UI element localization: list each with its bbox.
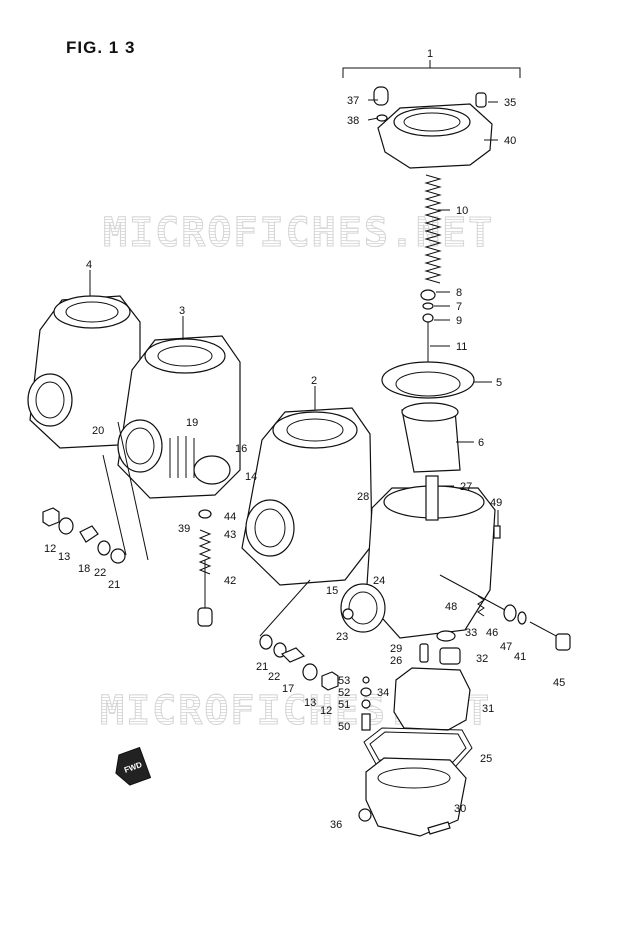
callout-13: 13 xyxy=(58,551,70,563)
sync-spring-part xyxy=(197,509,213,627)
callout-21: 21 xyxy=(108,579,120,591)
callout-labels: 1 37 38 35 40 10 8 7 9 11 5 6 4 3 2 27 4… xyxy=(44,48,565,831)
callout-46: 46 xyxy=(486,627,498,639)
callout-47: 47 xyxy=(500,641,512,653)
callout-22: 22 xyxy=(94,567,106,579)
callout-29: 29 xyxy=(390,643,402,655)
callout-6: 6 xyxy=(478,437,484,449)
callout-8: 8 xyxy=(456,287,462,299)
callout-45: 45 xyxy=(553,677,565,689)
callout-18: 18 xyxy=(78,563,90,575)
figure-title: FIG. 1 3 xyxy=(66,38,136,57)
needle-washers xyxy=(420,289,436,323)
left-small-parts xyxy=(42,507,126,564)
carburetor-1-body xyxy=(340,475,496,639)
callout-12: 12 xyxy=(44,543,56,555)
callout-25: 25 xyxy=(480,753,492,765)
callout-10: 10 xyxy=(456,205,468,217)
bowl-screws xyxy=(358,808,451,835)
diaphragm-part xyxy=(381,361,475,399)
float-bowl-part xyxy=(365,757,467,837)
callout-1: 1 xyxy=(427,48,433,60)
callout-12-lower: 12 xyxy=(320,705,332,717)
callout-49: 49 xyxy=(490,497,502,509)
carburetor-4 xyxy=(27,295,141,449)
spring-part xyxy=(424,174,442,284)
callout-52: 52 xyxy=(338,687,350,699)
callout-42: 42 xyxy=(224,575,236,587)
callout-30: 30 xyxy=(454,803,466,815)
carburetor-2 xyxy=(241,407,373,586)
screw-49 xyxy=(493,525,501,539)
callout-36: 36 xyxy=(330,819,342,831)
callout-20: 20 xyxy=(92,425,104,437)
callout-41: 41 xyxy=(514,651,526,663)
callout-35: 35 xyxy=(504,97,516,109)
callout-28: 28 xyxy=(357,491,369,503)
idle-screw-part xyxy=(439,574,571,651)
leader-lines xyxy=(89,99,499,526)
callout-53: 53 xyxy=(338,675,350,687)
callout-43: 43 xyxy=(224,529,236,541)
callout-40: 40 xyxy=(504,135,516,147)
callout-5: 5 xyxy=(496,377,502,389)
assembly-bracket xyxy=(342,60,521,78)
callout-26: 26 xyxy=(390,655,402,667)
fwd-arrow: FWD xyxy=(115,746,152,786)
callout-15: 15 xyxy=(326,585,338,597)
callout-34: 34 xyxy=(377,687,389,699)
cover-plate-part xyxy=(342,608,354,620)
callout-48: 48 xyxy=(445,601,457,613)
callout-2: 2 xyxy=(311,375,317,387)
choke-parts xyxy=(419,630,461,665)
callout-27: 27 xyxy=(460,481,472,493)
lower-small-parts xyxy=(259,634,339,691)
piston-valve-part xyxy=(401,402,461,473)
callout-51: 51 xyxy=(338,699,350,711)
callout-21-lower: 21 xyxy=(256,661,268,673)
callout-17: 17 xyxy=(282,683,294,695)
callout-7: 7 xyxy=(456,301,462,313)
callout-24: 24 xyxy=(373,575,385,587)
callout-16: 16 xyxy=(235,443,247,455)
top-cap-part xyxy=(373,86,493,169)
callout-13-lower: 13 xyxy=(304,697,316,709)
callout-32: 32 xyxy=(476,653,488,665)
watermark-top: MICROFICHES.NET xyxy=(102,210,495,257)
callout-11: 11 xyxy=(456,341,467,353)
callout-23: 23 xyxy=(336,631,348,643)
callout-22-lower: 22 xyxy=(268,671,280,683)
float-part xyxy=(393,667,471,731)
callout-33: 33 xyxy=(465,627,477,639)
alignment-lines xyxy=(102,421,311,637)
callout-9: 9 xyxy=(456,315,462,327)
callout-37: 37 xyxy=(347,95,359,107)
callout-39: 39 xyxy=(178,523,190,535)
callout-19: 19 xyxy=(186,417,198,429)
callout-31: 31 xyxy=(482,703,494,715)
needle-valve-parts xyxy=(360,676,372,731)
carburetor-3 xyxy=(117,335,241,499)
callout-14: 14 xyxy=(245,471,257,483)
callout-3: 3 xyxy=(179,305,185,317)
callout-44: 44 xyxy=(224,511,236,523)
callout-4: 4 xyxy=(86,259,92,271)
callout-50: 50 xyxy=(338,721,350,733)
callout-38: 38 xyxy=(347,115,359,127)
